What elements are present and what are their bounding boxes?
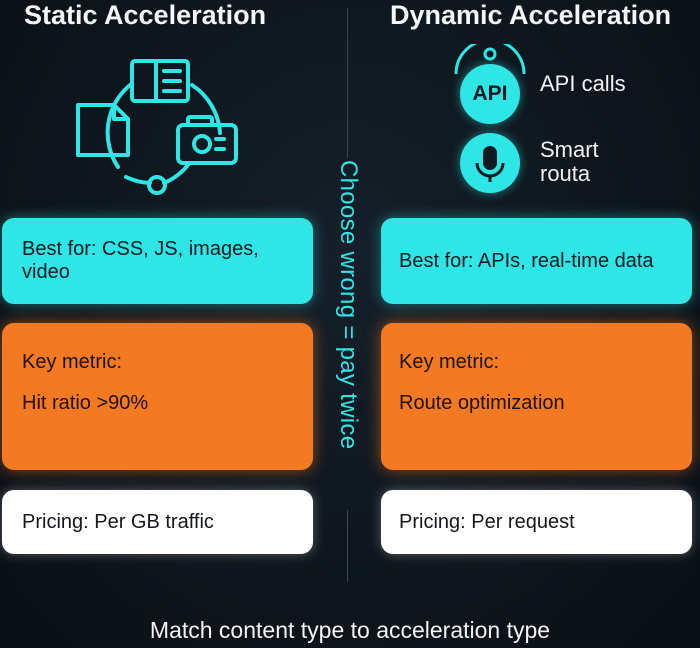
static-acceleration-title: Static Acceleration [24,0,267,30]
camera-icon [176,115,238,165]
dynamic-key-metric-label: Key metric: [399,351,500,373]
static-key-metric-value: Hit ratio >90% [22,392,149,414]
static-key-metric-label: Key metric: [22,351,123,373]
cycle-arc-left [105,83,132,169]
center-divider-top [347,8,348,158]
signal-arc-icon [454,44,526,75]
static-pricing-text: Pricing: Per GB traffic [22,510,214,533]
static-pricing-card: Pricing: Per GB traffic [2,490,313,554]
cycle-arc-bottom-left [124,175,152,185]
api-badge-text: API [472,82,508,105]
static-key-metric-card: Key metric: Hit ratio >90% [2,323,313,470]
document-icon [76,103,130,157]
static-best-for-card: Best for: CSS, JS, images, video [2,218,313,304]
microphone-icon [460,133,520,193]
cycle-arc-bottom-right [162,163,190,185]
cycle-arc-right [190,83,222,135]
center-divider-bottom [347,510,348,582]
dynamic-pricing-card: Pricing: Per request [381,490,692,554]
dynamic-key-metric-value: Route optimization [399,392,565,414]
dynamic-key-metric-card: Key metric: Route optimization [381,323,692,470]
static-best-for-text: Best for: CSS, JS, images, video [22,238,259,283]
footer-caption: Match content type to acceleration type [149,617,551,643]
dynamic-best-for-text: Best for: APIs, real-time data [399,249,654,272]
cycle-node-icon [147,175,167,195]
book-icon [130,59,190,103]
dynamic-pricing-text: Pricing: Per request [399,510,575,533]
static-assets-diagram [76,59,238,195]
smart-route-label: Smart routa [540,137,599,186]
api-calls-label: API calls [540,71,626,96]
dynamic-best-for-card: Best for: APIs, real-time data [381,218,692,304]
dynamic-acceleration-title: Dynamic Acceleration [390,0,672,30]
choose-wrong-warning: Choose wrong = pay twice [335,160,362,450]
api-icon: API [460,64,520,124]
